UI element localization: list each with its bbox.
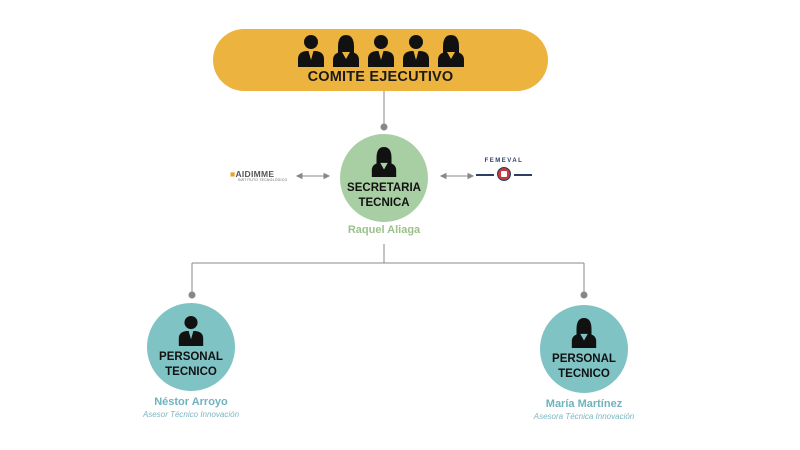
woman-icon	[371, 146, 397, 177]
personal-right-role: Asesora Técnica Innovación	[533, 412, 635, 421]
secretaria-name: Raquel Aliaga	[347, 224, 421, 236]
comite-ejecutivo-title: COMITE EJECUTIVO	[307, 69, 454, 85]
personal-left-role: Asesor Técnico Innovación	[142, 410, 240, 419]
woman-icon	[332, 35, 359, 67]
femeval-logo-text: FEMEVAL	[484, 158, 524, 164]
connector-dot	[380, 123, 388, 131]
femeval-badge-icon	[497, 167, 511, 181]
woman-icon	[571, 317, 597, 348]
aidimme-logo-subtitle: INSTITUTO TECNOLÓGICO	[238, 178, 288, 182]
connector-dot	[188, 291, 196, 299]
comite-ejecutivo-box: COMITE EJECUTIVO	[213, 29, 548, 91]
personal-right-name: María Martínez	[545, 398, 623, 410]
woman-icon	[437, 35, 464, 67]
man-icon	[367, 35, 394, 67]
committee-icons	[213, 33, 548, 67]
double-arrow-right-icon	[439, 172, 475, 180]
personal-left-name: Néstor Arroyo	[154, 396, 228, 408]
man-icon	[297, 35, 324, 67]
man-icon	[402, 35, 429, 67]
man-icon	[178, 315, 204, 346]
aidimme-logo: ■AIDIMME INSTITUTO TECNOLÓGICO	[230, 169, 292, 185]
connector-dot	[580, 291, 588, 299]
double-arrow-left-icon	[295, 172, 331, 180]
aidimme-logo-text: ■AIDIMME	[230, 169, 275, 179]
femeval-logo: FEMEVAL	[476, 158, 532, 186]
femeval-logo-mark	[476, 164, 532, 182]
